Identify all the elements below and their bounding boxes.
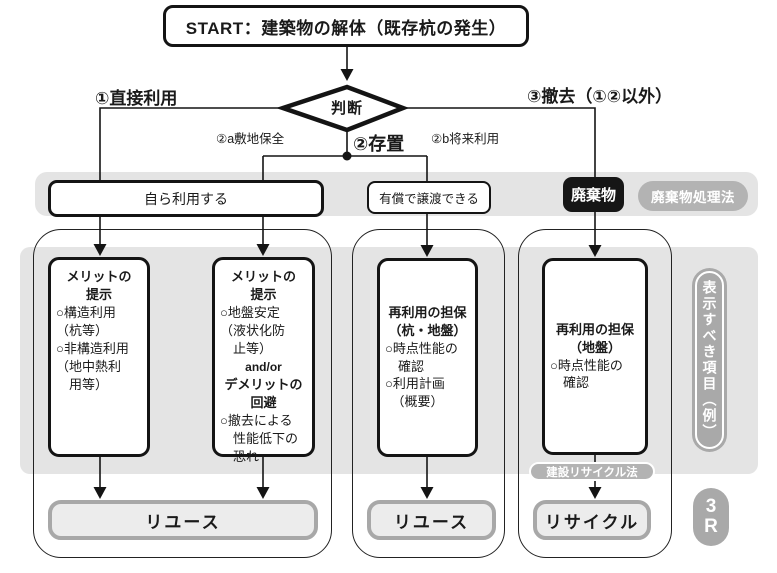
arrowhead-reuse1-right <box>256 487 270 499</box>
display-items-label: 表示すべき項目（例） <box>701 280 718 440</box>
branch-label-preservation: ②存置 <box>353 134 405 154</box>
recycle-law-label: 建設リサイクル法 <box>546 466 638 479</box>
content-box-reuse-guarantee-ground: 再利用の担保 （地盤） ○時点性能の 確認 <box>542 258 648 455</box>
arrowhead-box1 <box>93 244 107 256</box>
box1-body: ○構造利用 （杭等） ○非構造利用 （地中熱利 用等） <box>56 304 129 392</box>
result-reuse-2: リユース <box>367 500 496 540</box>
start-node-label: START：建築物の解体（既存杭の発生） <box>185 18 507 38</box>
paid-transfer-node: 有償で譲渡できる <box>367 181 491 214</box>
waste-label: 廃棄物 <box>570 187 616 204</box>
branch-label-removal: ③撤去（①②以外） <box>527 87 673 106</box>
box2-title2: デメリットの 回避 <box>224 377 303 411</box>
start-node: START：建築物の解体（既存杭の発生） <box>163 5 529 47</box>
display-items-pill: 表示すべき項目（例） <box>692 268 727 452</box>
waste-law-label: 廃棄物処理法 <box>651 190 735 205</box>
column-container-preservation <box>352 229 505 558</box>
box2-body2: ○撤去による 性能低下の 恐れ <box>220 413 299 464</box>
arrowheads <box>93 69 602 499</box>
arrowhead-box4 <box>588 245 602 257</box>
own-use-node: 自ら利用する <box>48 180 324 217</box>
arrowhead-recycle <box>588 487 602 499</box>
result-recycle-label: リサイクル <box>544 512 640 532</box>
recycle-law-badge: 建設リサイクル法 <box>529 462 655 481</box>
content-box-reuse-guarantee-pile-ground: 再利用の担保 （杭・地盤） ○時点性能の 確認 ○利用計画 （概要） <box>377 258 478 457</box>
content-box-merit-demerit: メリットの 提示 ○地盤安定 （液状化防 止等） and/or デメリットの 回… <box>212 257 315 464</box>
box2-body1: ○地盤安定 （液状化防 止等） <box>220 304 286 356</box>
box3-title: 再利用の担保 （杭・地盤） <box>388 304 467 338</box>
decision-diamond <box>275 84 410 133</box>
waste-node: 廃棄物 <box>563 177 624 212</box>
content-box-merit-direct: メリットの 提示 ○構造利用 （杭等） ○非構造利用 （地中熱利 用等） <box>48 257 150 457</box>
paid-transfer-label: 有償で譲渡できる <box>379 192 479 206</box>
result-reuse-1-label: リユース <box>145 512 221 532</box>
decision-node-label: 判断 <box>330 100 363 117</box>
column-container-direct-use <box>33 229 332 558</box>
box4-body: ○時点性能の 確認 <box>550 357 623 391</box>
branch-label-direct-use: ①直接利用 <box>95 89 178 108</box>
line-branch-removal <box>403 107 596 179</box>
branch-label-future-use: ②b将来利用 <box>431 132 500 146</box>
box1-title: メリットの 提示 <box>66 269 132 302</box>
junction-dot <box>342 151 352 161</box>
three-r-pill: 3 R <box>693 488 729 546</box>
waste-law-badge: 廃棄物処理法 <box>638 181 748 211</box>
box2-title: メリットの 提示 <box>230 269 296 302</box>
box2-andor: and/or <box>245 359 282 374</box>
arrowhead-reuse1-left <box>93 487 107 499</box>
own-use-label: 自ら利用する <box>144 190 228 207</box>
arrowhead-box2 <box>256 244 270 256</box>
box4-title: 再利用の担保 （地盤） <box>555 321 634 355</box>
result-recycle: リサイクル <box>533 500 651 540</box>
arrowhead-reuse2 <box>420 487 434 499</box>
result-reuse-2-label: リユース <box>393 512 470 532</box>
arrowhead-decision <box>340 69 354 81</box>
line-branch-direct-use <box>99 107 283 182</box>
arrowhead-box3 <box>420 245 434 257</box>
branch-label-site-preservation: ②a敷地保全 <box>216 132 285 146</box>
result-reuse-1: リユース <box>48 500 318 540</box>
box3-body: ○時点性能の 確認 ○利用計画 （概要） <box>385 340 458 410</box>
